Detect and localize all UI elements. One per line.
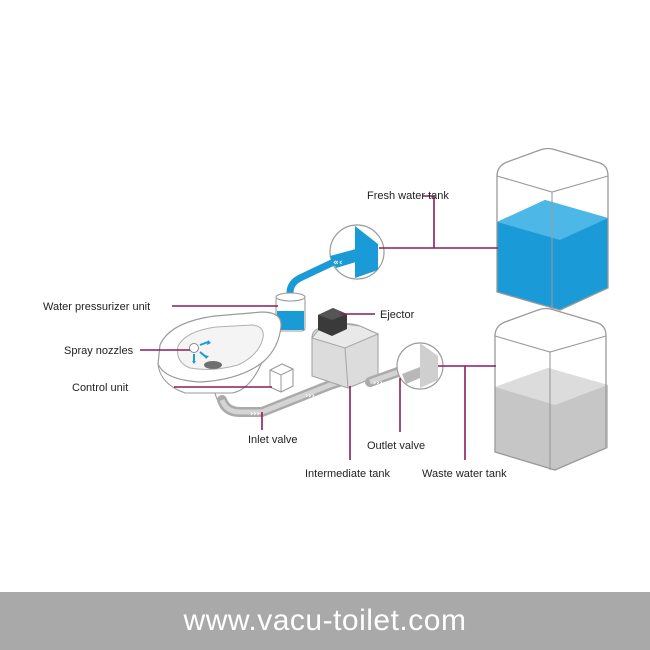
waste-water-tank (494, 307, 608, 471)
spray-nozzles-label: Spray nozzles (64, 345, 134, 357)
waste-water-zoom (396, 342, 444, 390)
water-pressurizer-unit-label: Water pressurizer unit (43, 301, 150, 313)
flow-arrow-icon: ››› (373, 378, 383, 387)
flow-arrow-icon: ››› (250, 409, 260, 418)
toilet-bowl (157, 311, 282, 413)
inlet-valve-label: Inlet valve (248, 434, 298, 446)
footer-bar: www.vacu-toilet.com (0, 592, 650, 650)
fresh-water-tank (496, 147, 609, 311)
vacuum-toilet-diagram: «‹ ‹‹‹ ››› ››› (43, 147, 609, 480)
waste-water-tank-label: Waste water tank (422, 468, 507, 480)
fresh-water-tank-label: Fresh water tank (367, 190, 449, 202)
control-unit (269, 363, 294, 393)
fresh-water-zoom (329, 224, 385, 280)
flow-arrow-icon: «‹ (333, 258, 343, 268)
control-unit-label: Control unit (72, 382, 128, 394)
leader-lines (140, 195, 498, 460)
ejector (318, 308, 347, 336)
outlet-valve-label: Outlet valve (367, 440, 425, 452)
intermediate-tank-label: Intermediate tank (305, 468, 390, 480)
ejector-label: Ejector (380, 309, 415, 321)
flow-arrow-icon: ››› (305, 391, 315, 400)
website-url[interactable]: www.vacu-toilet.com (183, 604, 467, 637)
